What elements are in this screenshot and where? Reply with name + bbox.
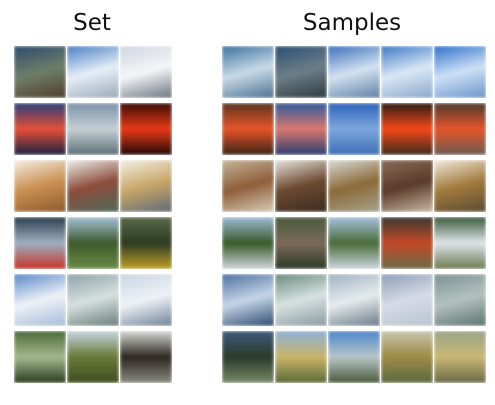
sample-row — [222, 160, 486, 212]
sample-thumbnail — [275, 217, 327, 269]
set-thumbnail — [120, 331, 172, 383]
set-row — [14, 217, 172, 269]
sample-thumbnail — [328, 217, 380, 269]
sample-thumbnail — [275, 46, 327, 98]
sample-thumbnail — [434, 331, 486, 383]
sample-thumbnail — [381, 274, 433, 326]
sample-row — [222, 46, 486, 98]
sample-thumbnail — [222, 160, 274, 212]
set-thumbnail — [14, 217, 66, 269]
sample-thumbnail — [328, 274, 380, 326]
sample-thumbnail — [381, 103, 433, 155]
sample-thumbnail — [434, 46, 486, 98]
sample-row — [222, 331, 486, 383]
sample-thumbnail — [328, 46, 380, 98]
set-thumbnail — [67, 46, 119, 98]
set-thumbnail — [14, 46, 66, 98]
sample-thumbnail — [434, 160, 486, 212]
set-thumbnail — [120, 160, 172, 212]
set-thumbnail — [14, 160, 66, 212]
sample-thumbnail — [275, 274, 327, 326]
set-row — [14, 331, 172, 383]
sample-thumbnail — [381, 46, 433, 98]
samples-column-title: Samples — [302, 10, 402, 36]
sample-thumbnail — [434, 274, 486, 326]
sample-thumbnail — [222, 217, 274, 269]
set-thumbnail — [67, 217, 119, 269]
set-thumbnail — [120, 46, 172, 98]
sample-row — [222, 103, 486, 155]
set-image-grid — [14, 46, 172, 388]
set-thumbnail — [14, 274, 66, 326]
samples-image-grid — [222, 46, 486, 388]
sample-thumbnail — [381, 217, 433, 269]
sample-thumbnail — [222, 274, 274, 326]
set-row — [14, 274, 172, 326]
set-thumbnail — [120, 103, 172, 155]
set-column-title: Set — [73, 10, 111, 36]
sample-thumbnail — [328, 331, 380, 383]
set-row — [14, 46, 172, 98]
sample-thumbnail — [381, 160, 433, 212]
set-row — [14, 160, 172, 212]
set-thumbnail — [67, 160, 119, 212]
sample-thumbnail — [275, 103, 327, 155]
sample-thumbnail — [381, 331, 433, 383]
set-thumbnail — [120, 217, 172, 269]
set-thumbnail — [14, 331, 66, 383]
set-thumbnail — [67, 331, 119, 383]
sample-thumbnail — [328, 103, 380, 155]
sample-thumbnail — [222, 103, 274, 155]
set-thumbnail — [67, 274, 119, 326]
sample-row — [222, 217, 486, 269]
sample-thumbnail — [275, 331, 327, 383]
sample-thumbnail — [328, 160, 380, 212]
sample-thumbnail — [434, 217, 486, 269]
set-thumbnail — [120, 274, 172, 326]
sample-thumbnail — [275, 160, 327, 212]
sample-thumbnail — [434, 103, 486, 155]
sample-thumbnail — [222, 46, 274, 98]
set-thumbnail — [14, 103, 66, 155]
sample-thumbnail — [222, 331, 274, 383]
set-thumbnail — [67, 103, 119, 155]
set-row — [14, 103, 172, 155]
sample-row — [222, 274, 486, 326]
